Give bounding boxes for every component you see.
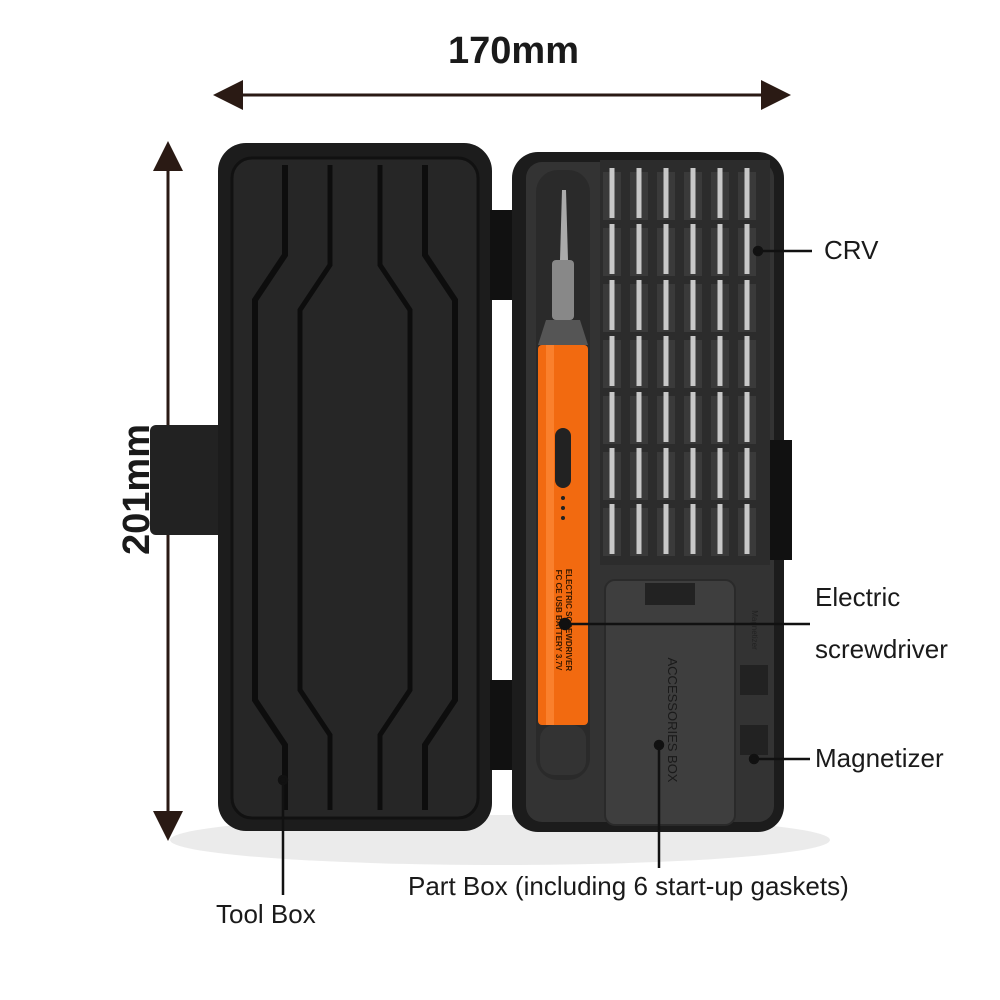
- accessories-box-print: ACCESSORIES BOX: [665, 658, 680, 783]
- crv-bit: [690, 504, 696, 554]
- crv-bit: [663, 168, 669, 218]
- crv-bit: [609, 392, 615, 442]
- electric-screwdriver: ELECTRIC SCREWDRIVER FC CE USB BATTERY 3…: [536, 170, 590, 780]
- crv-bit: [663, 224, 669, 274]
- crv-bit: [663, 504, 669, 554]
- width-dimension-label: 170mm: [448, 30, 579, 72]
- part-box-label: Part Box (including 6 start-up gaskets): [408, 871, 849, 901]
- crv-bit: [717, 224, 723, 274]
- crv-bit: [717, 280, 723, 330]
- crv-bit: [609, 224, 615, 274]
- crv-bit: [690, 392, 696, 442]
- accessories-box: ACCESSORIES BOX Magnetizer: [604, 579, 768, 826]
- crv-bit: [609, 336, 615, 386]
- tool-box-lid: [150, 143, 830, 865]
- crv-bit: [717, 336, 723, 386]
- crv-bit: [717, 392, 723, 442]
- screwdriver-print-2: FC CE USB BATTERY 3.7V: [554, 570, 563, 671]
- crv-bit: [609, 448, 615, 498]
- crv-bit: [744, 280, 750, 330]
- crv-bit: [744, 392, 750, 442]
- height-dimension-label: 201mm: [115, 424, 158, 555]
- crv-label: CRV: [824, 235, 879, 265]
- crv-bit: [690, 448, 696, 498]
- crv-bit: [609, 504, 615, 554]
- crv-bit: [717, 448, 723, 498]
- crv-bit: [717, 168, 723, 218]
- crv-bit: [636, 504, 642, 554]
- crv-bit: [744, 336, 750, 386]
- crv-bit: [690, 224, 696, 274]
- crv-bit: [636, 336, 642, 386]
- crv-bit: [663, 392, 669, 442]
- crv-bit: [663, 280, 669, 330]
- crv-bit: [609, 168, 615, 218]
- magnetizer-label: Magnetizer: [815, 743, 944, 773]
- crv-bit: [690, 280, 696, 330]
- crv-bit: [636, 448, 642, 498]
- crv-bit: [609, 280, 615, 330]
- crv-bit: [744, 168, 750, 218]
- crv-bit: [636, 280, 642, 330]
- crv-bit: [744, 224, 750, 274]
- crv-bit: [690, 168, 696, 218]
- crv-bits-grid: [600, 160, 770, 565]
- crv-bit: [744, 448, 750, 498]
- electric-screwdriver-label-1: Electric: [815, 582, 901, 612]
- crv-bit: [636, 224, 642, 274]
- crv-bit: [744, 504, 750, 554]
- crv-bit: [663, 448, 669, 498]
- crv-bit: [717, 504, 723, 554]
- magnetizer-print: Magnetizer: [750, 610, 759, 650]
- tool-box-label: Tool Box: [216, 899, 316, 929]
- crv-bit: [636, 392, 642, 442]
- electric-screwdriver-label-2: screwdriver: [815, 634, 948, 664]
- crv-bit: [663, 336, 669, 386]
- crv-bit: [636, 168, 642, 218]
- crv-bit: [690, 336, 696, 386]
